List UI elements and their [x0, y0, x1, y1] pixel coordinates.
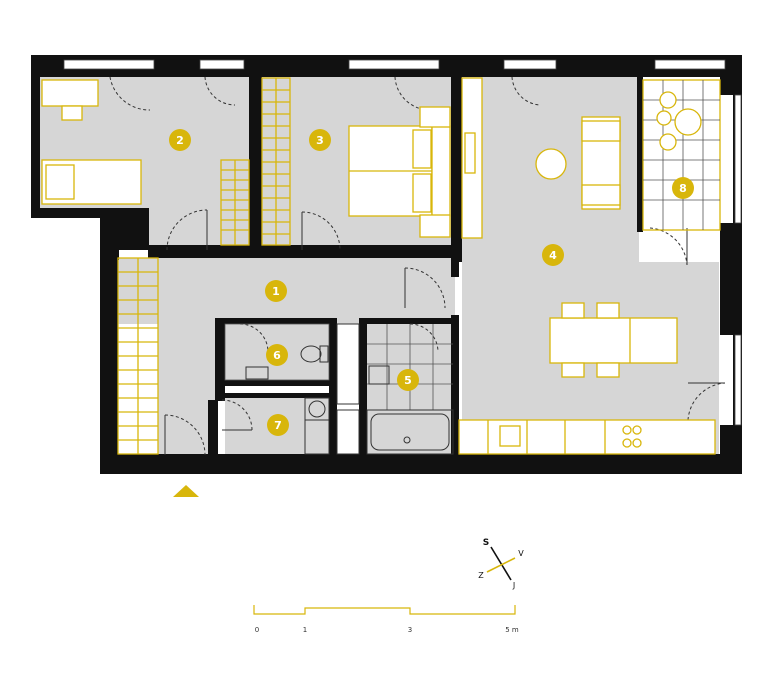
compass-label-south: J: [512, 581, 515, 590]
scale-bar: 0 1 3 5 m: [253, 605, 519, 634]
compass-label-west: Z: [478, 571, 484, 580]
room-label-5: 5: [404, 374, 412, 387]
room-badge-4: 4: [542, 244, 564, 266]
scale-bar-line: [253, 605, 516, 615]
room-label-6: 6: [273, 349, 281, 362]
room-badge-7: 7: [267, 414, 289, 436]
compass-label-east: V: [518, 549, 524, 558]
room-badge-8: 8: [672, 177, 694, 199]
windows: [63, 59, 742, 426]
compass-north-south-line: [490, 546, 512, 581]
room-badge-2: 2: [169, 129, 191, 151]
scale-tick-5: 5 m: [505, 626, 519, 634]
room-badge-5: 5: [397, 369, 419, 391]
scale-tick-3: 3: [408, 626, 412, 634]
furniture: [41, 77, 721, 455]
entrance-arrow-icon: [173, 485, 199, 497]
scale-tick-1: 1: [303, 626, 307, 634]
room-label-1: 1: [272, 285, 280, 298]
room-label-3: 3: [316, 134, 324, 147]
doors: [109, 76, 726, 456]
room-label-4: 4: [549, 249, 557, 262]
compass-label-north: S: [483, 538, 489, 548]
room-label-7: 7: [274, 419, 282, 432]
room-label-2: 2: [176, 134, 184, 147]
room-badge-6: 6: [266, 344, 288, 366]
compass-east-west-line: [486, 557, 516, 573]
room-label-8: 8: [679, 182, 687, 195]
compass: S V Z J: [478, 538, 524, 590]
scale-tick-0: 0: [255, 626, 259, 634]
room-badge-3: 3: [309, 129, 331, 151]
room-badge-1: 1: [265, 280, 287, 302]
